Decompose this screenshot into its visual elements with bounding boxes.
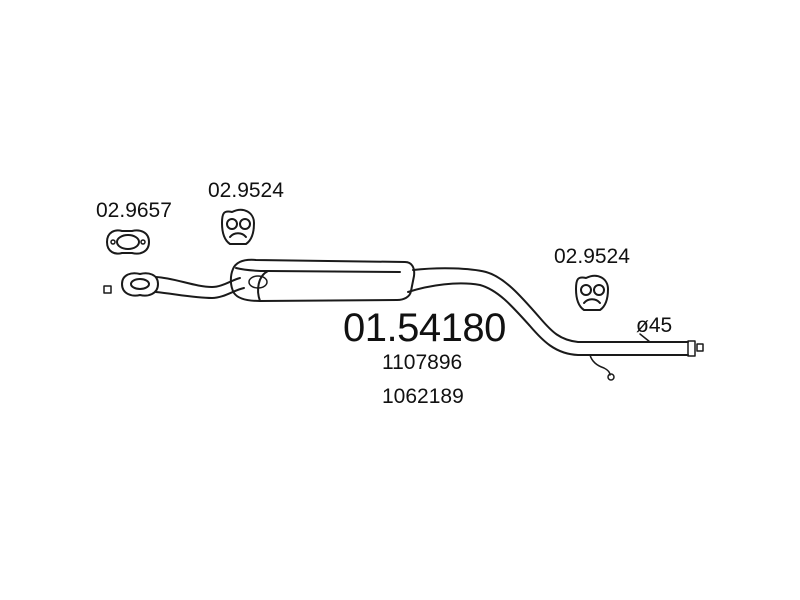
mount-left-part-label: 02.9524 [208, 179, 284, 202]
left-end-marker [103, 285, 112, 294]
right-end-marker [696, 343, 704, 352]
main-part-number: 01.54180 [343, 306, 506, 350]
middle-muffler-icon [229, 258, 416, 302]
front-pipe [155, 276, 245, 299]
gasket-icon [106, 229, 150, 255]
tail-pipe [407, 267, 689, 356]
rubber-mount-right-icon [575, 274, 609, 311]
pipe-diameter-label: ø45 [636, 314, 673, 337]
diameter-leader-line [639, 333, 651, 343]
oe-number-1: 1107896 [382, 351, 463, 374]
inlet-flange-icon [121, 272, 159, 297]
outlet-end-cap [687, 340, 696, 357]
mount-right-part-label: 02.9524 [554, 245, 630, 268]
sensor-wire-icon [589, 354, 615, 381]
gasket-part-label: 02.9657 [96, 199, 172, 222]
oe-number-2: 1062189 [382, 385, 464, 408]
rubber-mount-left-icon [221, 208, 255, 245]
